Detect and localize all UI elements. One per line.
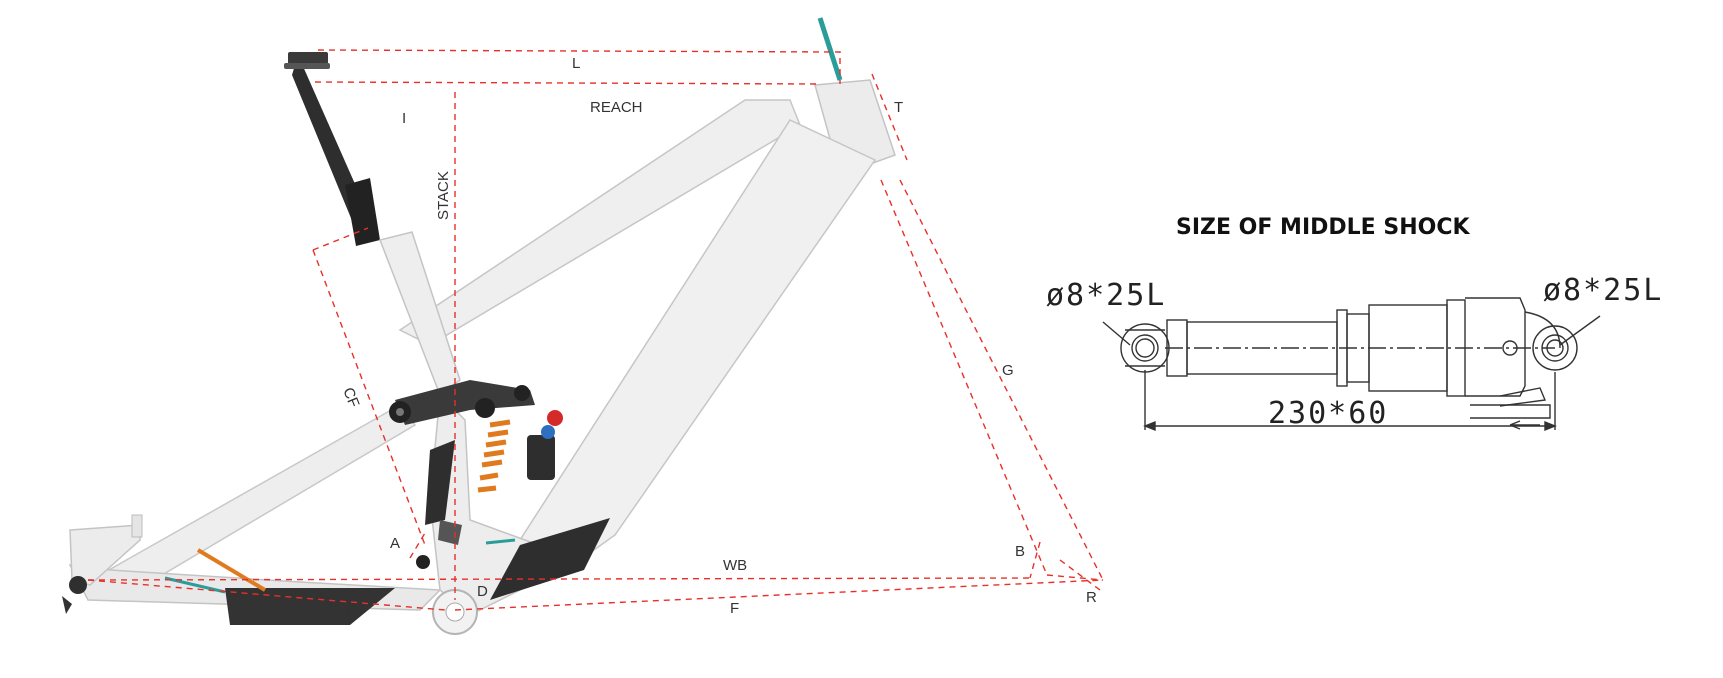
rear-shock: [425, 410, 563, 525]
shock-size-label: 230*60: [1268, 396, 1388, 431]
lower-link: [225, 520, 462, 625]
label-F: F: [730, 600, 739, 617]
label-D: D: [477, 583, 488, 600]
label-CF: CF: [339, 385, 362, 410]
label-B: B: [1015, 543, 1025, 560]
rocker-link: [389, 380, 535, 425]
label-I: I: [402, 110, 406, 127]
label-T: T: [894, 99, 903, 116]
shock-drawing: [1102, 297, 1601, 432]
dimension-lines: [87, 49, 1104, 611]
label-A: A: [390, 535, 400, 552]
seat-post: [284, 52, 380, 246]
front-triangle: [378, 79, 896, 635]
label-R: R: [1086, 589, 1097, 606]
left-mount-spec: ø8*25L: [1046, 278, 1166, 313]
label-reach: REACH: [590, 99, 643, 116]
label-L: L: [572, 55, 580, 72]
label-stack: STACK: [435, 171, 452, 220]
cables: [164, 17, 843, 594]
label-P: P: [347, 605, 357, 622]
dimension-labels: L REACH T I STACK G CF A B WB D F P R: [339, 55, 1097, 622]
label-WB: WB: [723, 557, 747, 574]
bike-frame: [62, 17, 896, 635]
right-mount-spec: ø8*25L: [1543, 273, 1663, 308]
shock-title: SIZE OF MIDDLE SHOCK: [1176, 215, 1470, 240]
shock-size-panel: SIZE OF MIDDLE SHOCK ø8*25L ø8*25L: [1046, 215, 1663, 432]
label-G: G: [1002, 362, 1014, 379]
